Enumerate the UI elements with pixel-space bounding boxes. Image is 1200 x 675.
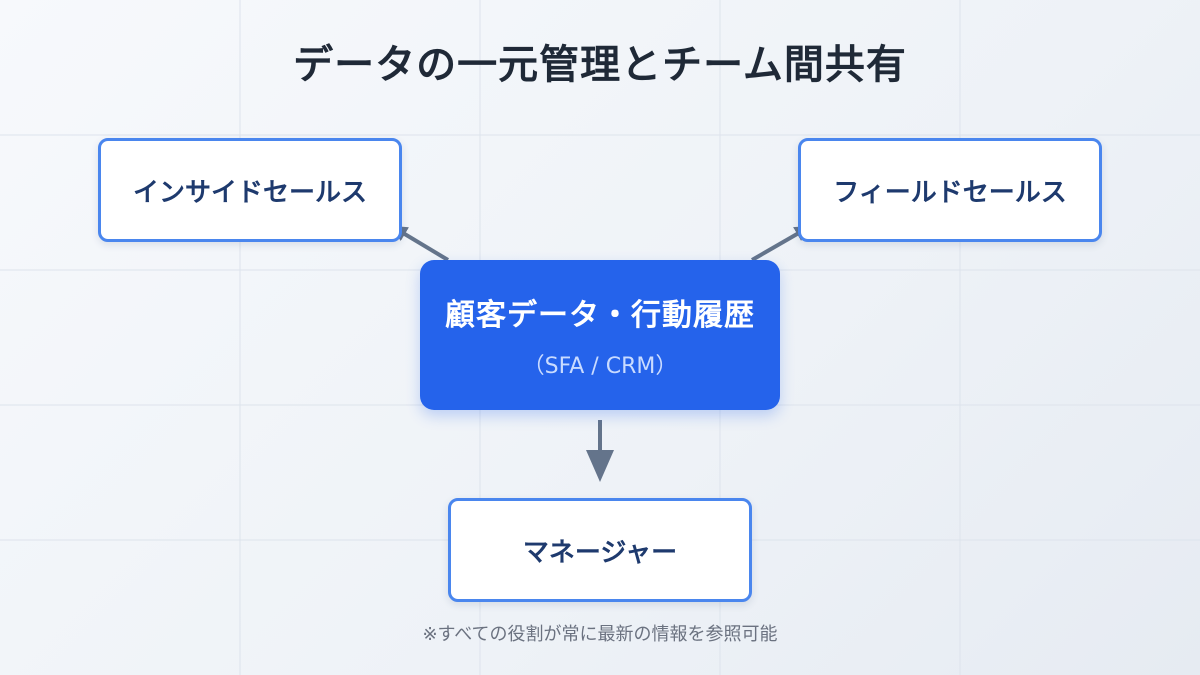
arrow-to-manager-head: [586, 450, 614, 482]
arrow-to-inside-sales: [391, 225, 450, 262]
inside-sales-label: インサイドセールス: [132, 177, 367, 208]
arrow-to-field-sales: [751, 226, 811, 262]
manager-label: マネージャー: [522, 537, 678, 568]
central-node-title: 顧客データ・行動履歴: [445, 298, 755, 333]
central-node-subtitle: （SFA / CRM）: [522, 354, 678, 379]
inside-sales-node: インサイドセールス: [98, 138, 402, 242]
field-sales-node: フィールドセールス: [798, 138, 1102, 242]
manager-node: マネージャー: [448, 498, 752, 602]
diagram-title: データの一元管理とチーム間共有: [293, 42, 907, 88]
field-sales-label: フィールドセールス: [833, 177, 1067, 208]
footnote: ※すべての役割が常に最新の情報を参照可能: [422, 624, 778, 645]
central-data-node: 顧客データ・行動履歴 （SFA / CRM）: [420, 260, 780, 410]
